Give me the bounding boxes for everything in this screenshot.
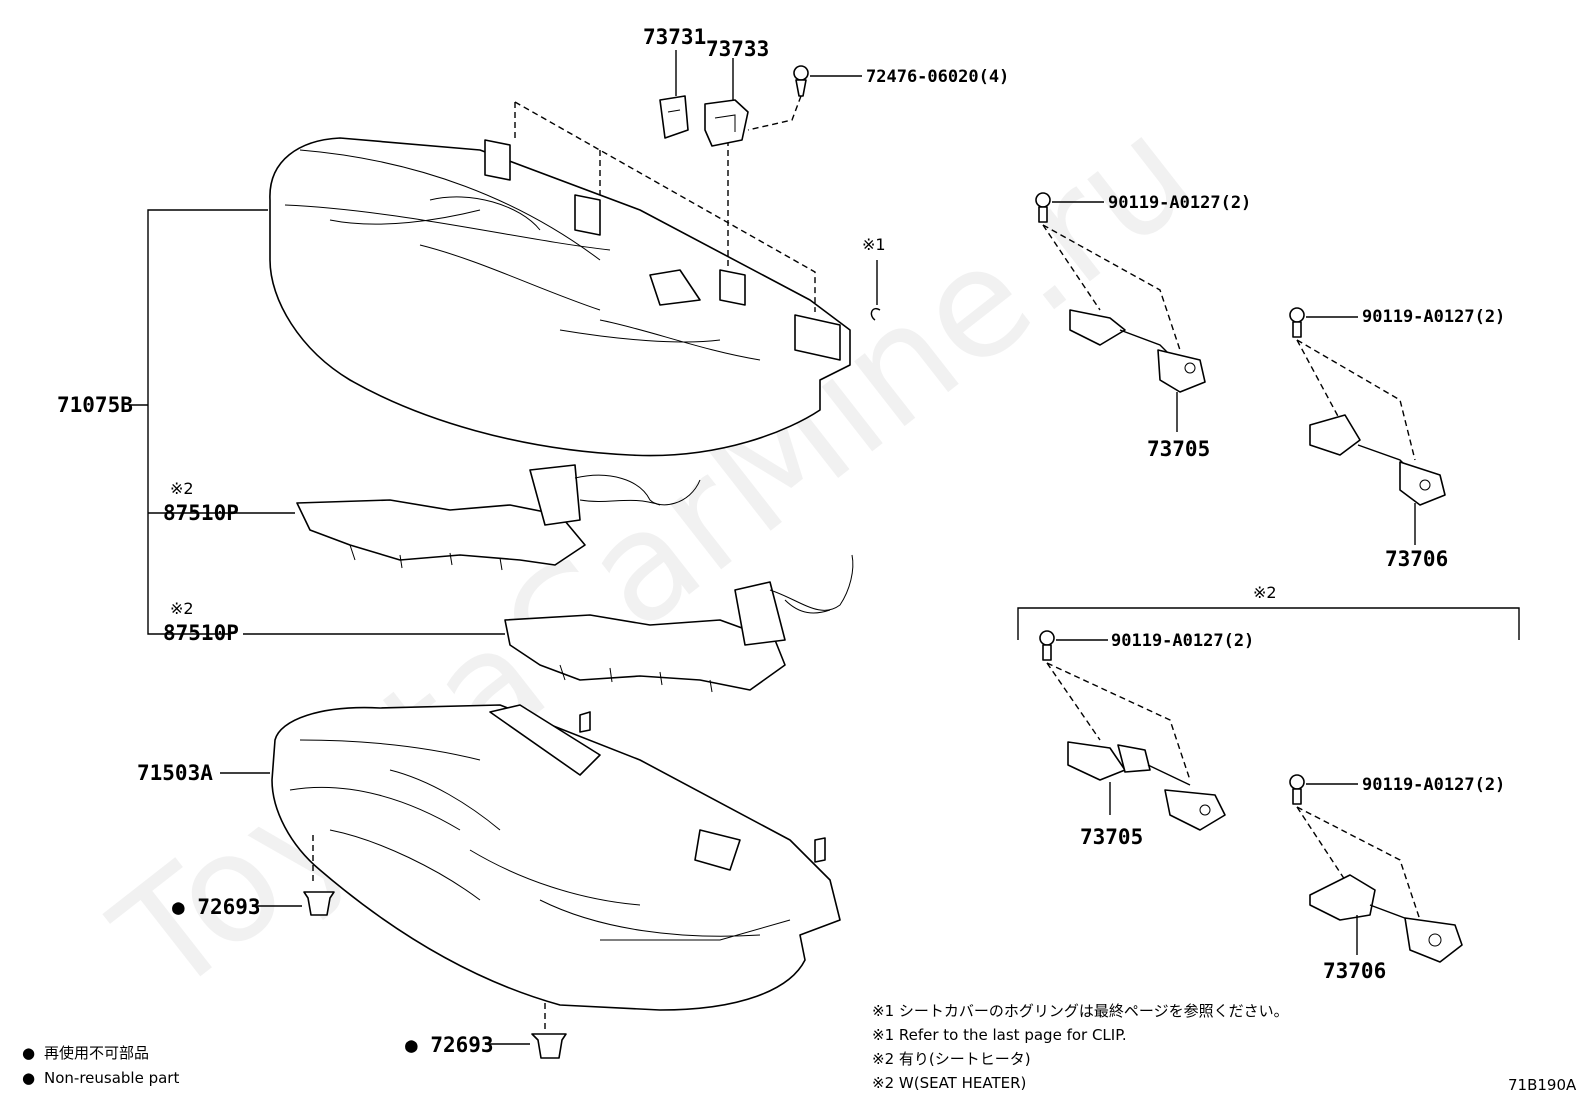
mark-note1: ※1 <box>862 235 886 254</box>
bracket-seat-heater <box>1017 607 1520 640</box>
label-73705-a: 73705 <box>1147 437 1210 461</box>
label-90119-c: 90119-A0127(2) <box>1111 631 1254 651</box>
label-87510P-a: 87510P <box>163 501 239 525</box>
footnote-2-en: ※2 W(SEAT HEATER) <box>872 1074 1026 1092</box>
label-72693-a-num: 72693 <box>197 895 260 919</box>
guide-dash-b <box>514 101 816 312</box>
figure-code: 71B190A <box>1508 1076 1577 1094</box>
label-90119-a: 90119-A0127(2) <box>1108 193 1251 213</box>
headrest-support-73731 <box>659 95 689 139</box>
label-71503A: 71503A <box>137 761 213 785</box>
hinge-73706-b <box>1309 874 1463 963</box>
footnote-2-jp: ※2 有り(シートヒータ) <box>872 1050 1031 1068</box>
bolt-90119-c <box>1039 630 1055 661</box>
label-71075B: 71075B <box>57 393 133 417</box>
label-72693-b: ● 72693 <box>405 1033 494 1057</box>
mark-note2-b: ※2 <box>170 599 194 618</box>
legend: ● 再使用不可部品 ● Non-reusable part <box>22 1044 179 1087</box>
headrest-support-73733 <box>704 99 749 147</box>
label-73705-b: 73705 <box>1080 825 1143 849</box>
hinge-73706-a <box>1309 414 1446 506</box>
label-90119-b: 90119-A0127(2) <box>1362 307 1505 327</box>
label-72693-b-num: 72693 <box>430 1033 493 1057</box>
legend-jp: 再使用不可部品 <box>44 1044 149 1062</box>
label-73706-a: 73706 <box>1385 547 1448 571</box>
non-reusable-bullet-b: ● <box>405 1033 418 1057</box>
footnote-1-en: ※1 Refer to the last page for CLIP. <box>872 1026 1127 1044</box>
hinge-73705-a <box>1069 309 1206 393</box>
legend-bullet-jp: ● <box>22 1044 35 1062</box>
bolt-90119-d <box>1289 774 1305 805</box>
label-72476: 72476-06020(4) <box>866 67 1009 87</box>
seat-cushion <box>271 704 841 1011</box>
footnote-1-jp: ※1 シートカバーのホグリングは最終ページを参照ください。 <box>872 1002 1289 1020</box>
label-73733: 73733 <box>706 37 769 61</box>
mark-note2-c: ※2 <box>1253 583 1277 602</box>
clip-72693-b <box>531 1033 567 1059</box>
non-reusable-bullet-a: ● <box>172 895 185 919</box>
seat-back-cover <box>269 137 851 457</box>
mark-note2-a: ※2 <box>170 479 194 498</box>
label-72693-a: ● 72693 <box>172 895 261 919</box>
footnotes: ※1 シートカバーのホグリングは最終ページを参照ください。 ※1 Refer t… <box>872 1002 1289 1092</box>
label-73731: 73731 <box>643 25 706 49</box>
label-73706-b: 73706 <box>1323 959 1386 983</box>
legend-bullet-en: ● <box>22 1069 35 1087</box>
hinge-73705-b <box>1067 741 1226 831</box>
legend-en: Non-reusable part <box>44 1069 179 1087</box>
label-90119-d: 90119-A0127(2) <box>1362 775 1505 795</box>
bracket-71075B <box>147 209 268 635</box>
bolt-90119-a <box>1035 192 1051 223</box>
label-87510P-b: 87510P <box>163 621 239 645</box>
seat-heater-lower <box>504 554 854 693</box>
screw-72476 <box>793 65 809 97</box>
clip-72693-a <box>303 891 335 916</box>
seat-heater-upper <box>296 464 701 571</box>
bolt-90119-b <box>1289 307 1305 338</box>
